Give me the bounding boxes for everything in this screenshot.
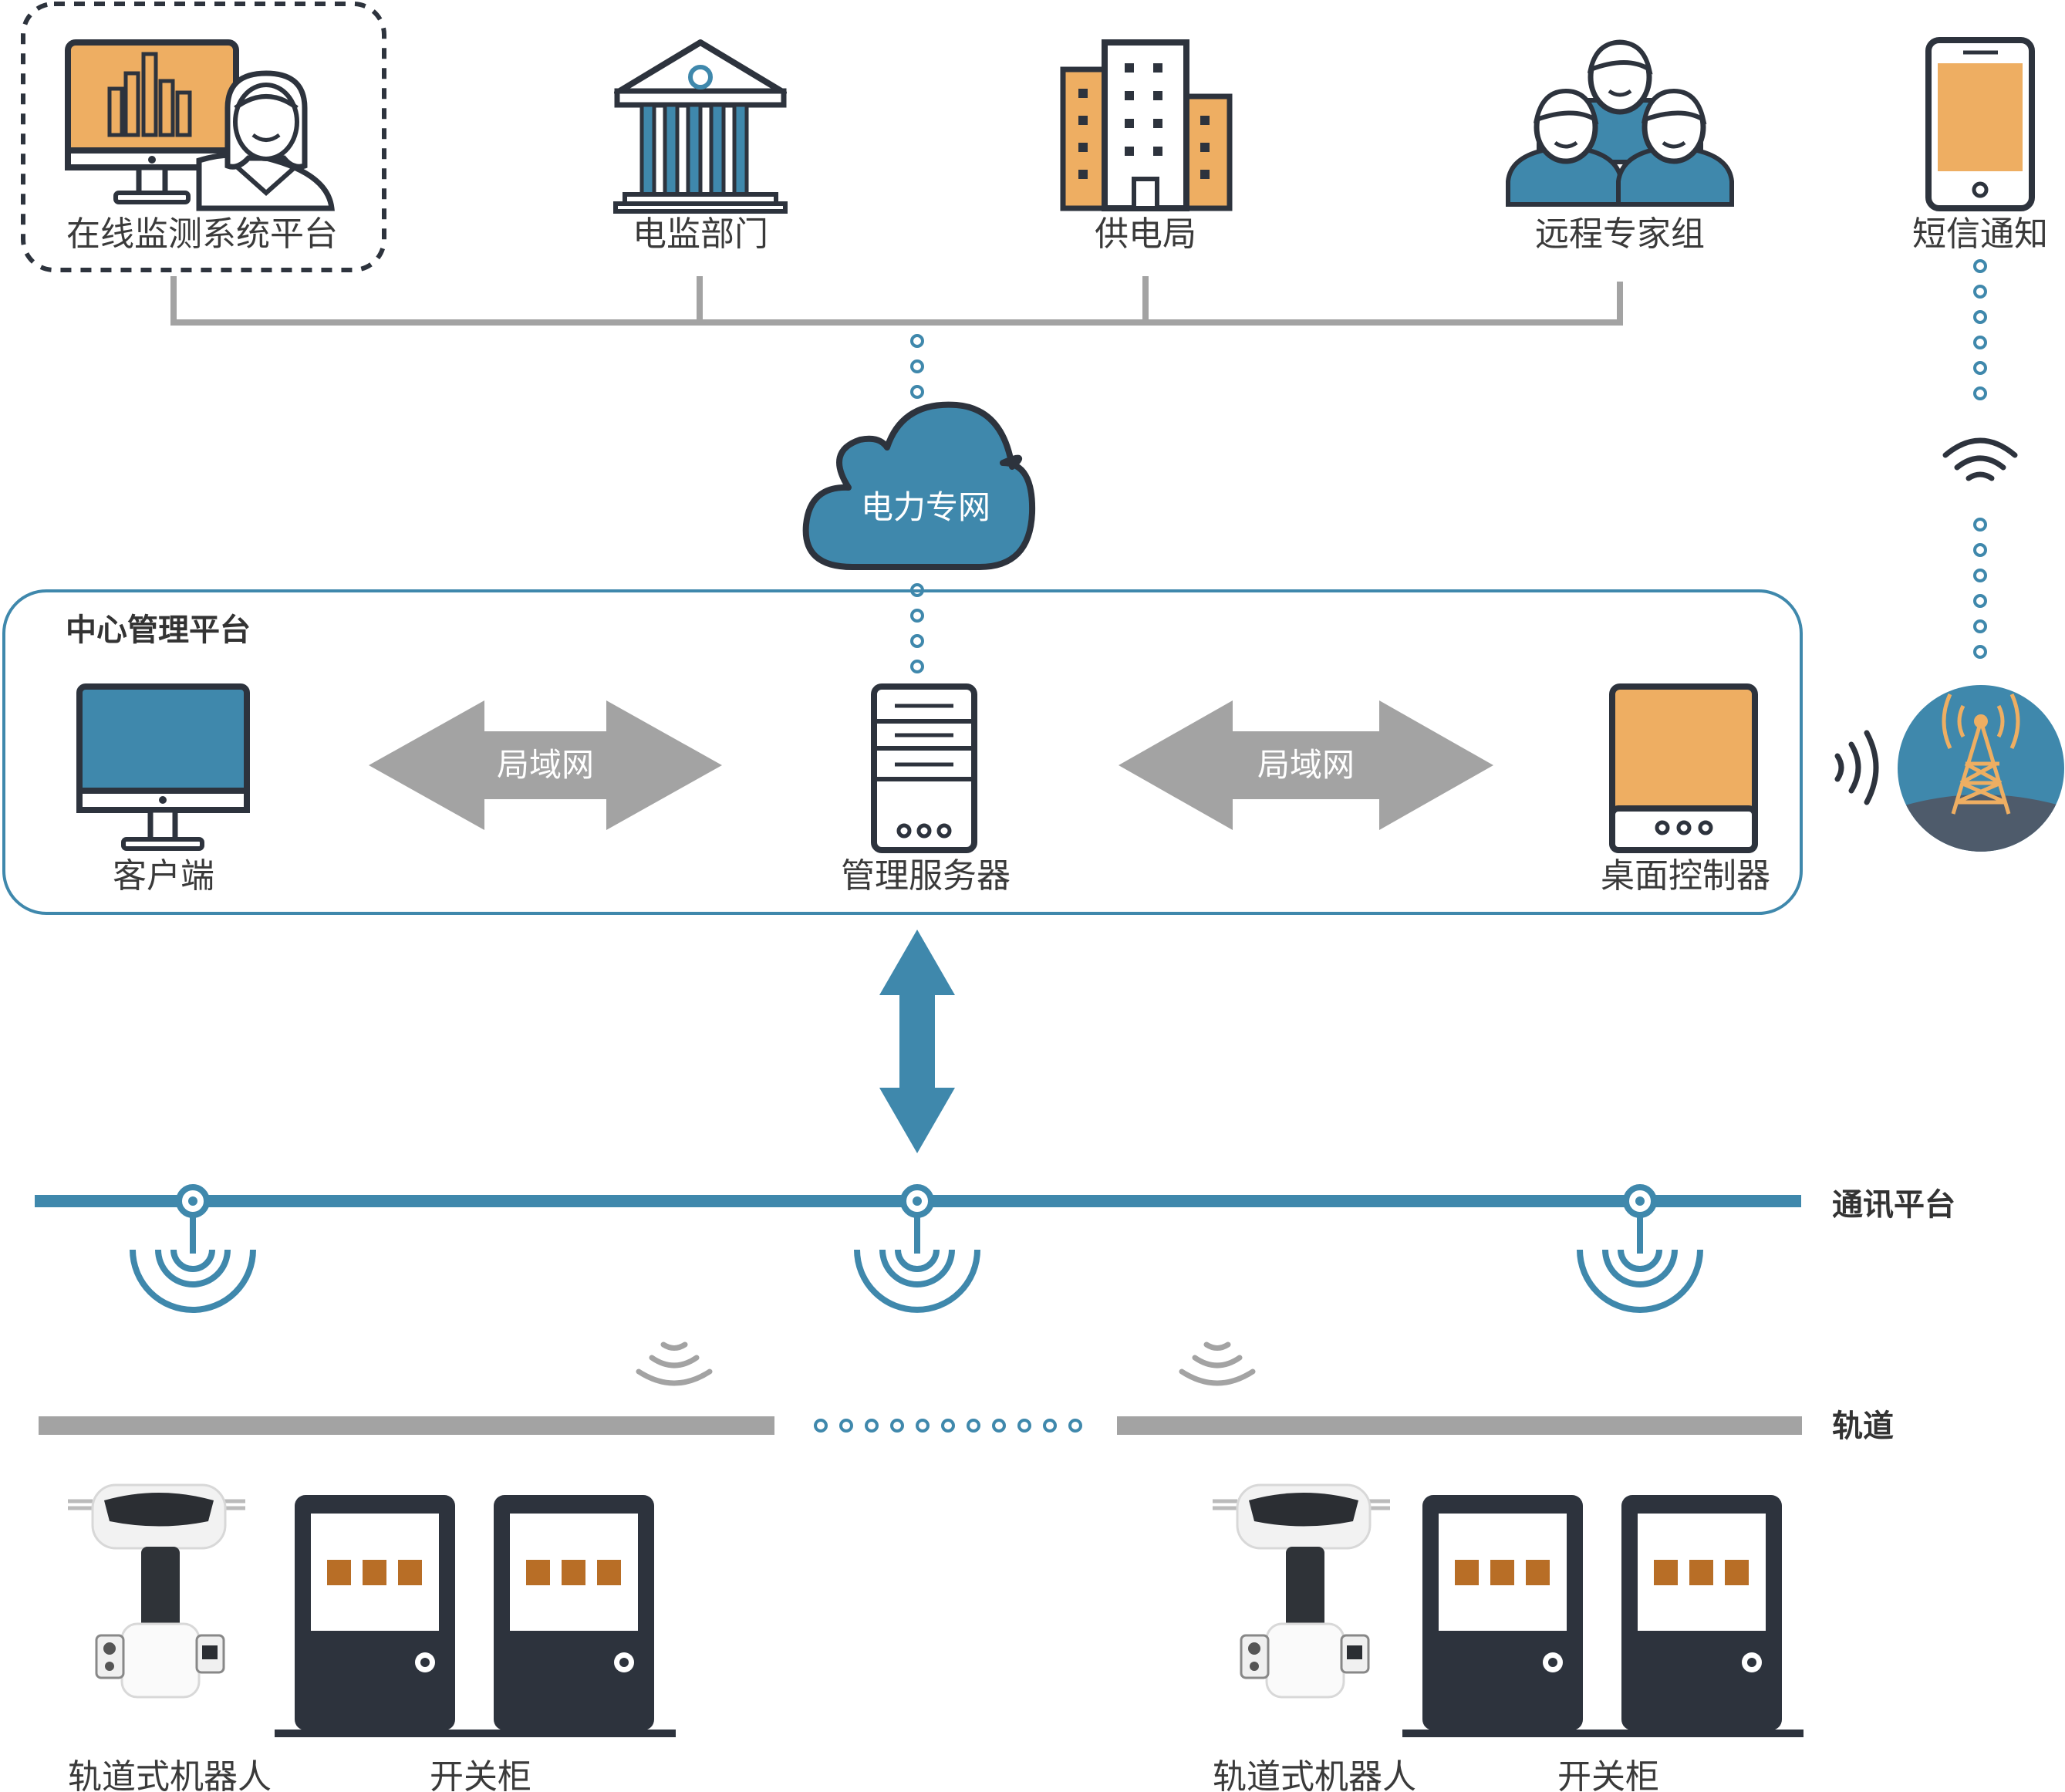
platform-dashed-frame	[21, 2, 386, 272]
comm-node-3	[1577, 1184, 1703, 1313]
link-dots-cloud-server	[910, 583, 924, 673]
server-label: 管理服务器	[841, 856, 1011, 896]
center-title: 中心管理平台	[66, 613, 251, 648]
client-label: 客户端	[113, 856, 214, 896]
cloud-icon	[802, 401, 1036, 570]
cabinet-left-label: 开关柜	[430, 1757, 531, 1792]
regulator-building-icon	[613, 39, 788, 214]
dept-label: 电监部门	[633, 214, 768, 254]
lan-right-label: 局域网	[1257, 746, 1355, 784]
expert-group-icon	[1506, 39, 1734, 207]
client-computer-icon	[76, 683, 250, 851]
rail-robot-right-icon	[1213, 1483, 1390, 1699]
bureau-label: 供电局	[1095, 214, 1196, 254]
cabinet-base-right	[1402, 1730, 1804, 1737]
server-icon	[871, 683, 977, 853]
center-platform-frame	[2, 589, 1803, 915]
power-bureau-icon	[1060, 39, 1233, 211]
rail-gap-dots	[814, 1419, 1082, 1433]
desktop-controller-icon	[1609, 683, 1758, 853]
top-bracket	[170, 276, 1623, 326]
rail-left	[39, 1416, 774, 1435]
cloud-label: 电力专网	[861, 488, 990, 526]
switchgear-cabinet-1	[295, 1495, 455, 1730]
switchgear-cabinet-4	[1621, 1495, 1782, 1730]
robot-left-label: 轨道式机器人	[68, 1757, 272, 1792]
link-dots-tower	[1973, 518, 1987, 659]
cabinet-base-left	[275, 1730, 676, 1737]
phone-icon	[1925, 37, 2035, 211]
vertical-double-arrow	[879, 930, 955, 1153]
controller-label: 桌面控制器	[1601, 856, 1770, 896]
rail-label: 轨道	[1832, 1409, 1894, 1444]
experts-label: 远程专家组	[1535, 214, 1705, 254]
rail-right	[1117, 1416, 1802, 1435]
lan-arrow-left	[369, 700, 722, 830]
cabinet-right-label: 开关柜	[1557, 1757, 1659, 1792]
monitoring-platform-icon	[65, 39, 335, 211]
signal-tower-icon	[1898, 685, 2064, 852]
lan-arrow-right	[1119, 700, 1493, 830]
robot-signal-right	[1179, 1341, 1256, 1386]
comm-node-2	[854, 1184, 980, 1313]
switchgear-cabinet-2	[494, 1495, 654, 1730]
switchgear-cabinet-3	[1422, 1495, 1583, 1730]
rail-robot-left-icon	[68, 1483, 245, 1699]
link-dots-phone	[1973, 259, 1987, 400]
signal-waves-icon	[1834, 730, 1879, 805]
sms-label: 短信通知	[1912, 214, 2048, 254]
platform-label: 在线监测系统平台	[66, 214, 338, 254]
robot-signal-left	[636, 1341, 713, 1386]
wifi-icon	[1942, 437, 2018, 481]
comm-label: 通讯平台	[1832, 1187, 1955, 1223]
robot-right-label: 轨道式机器人	[1213, 1757, 1416, 1792]
comm-node-1	[130, 1184, 256, 1313]
link-dots-top	[910, 334, 924, 399]
lan-left-label: 局域网	[497, 746, 594, 784]
